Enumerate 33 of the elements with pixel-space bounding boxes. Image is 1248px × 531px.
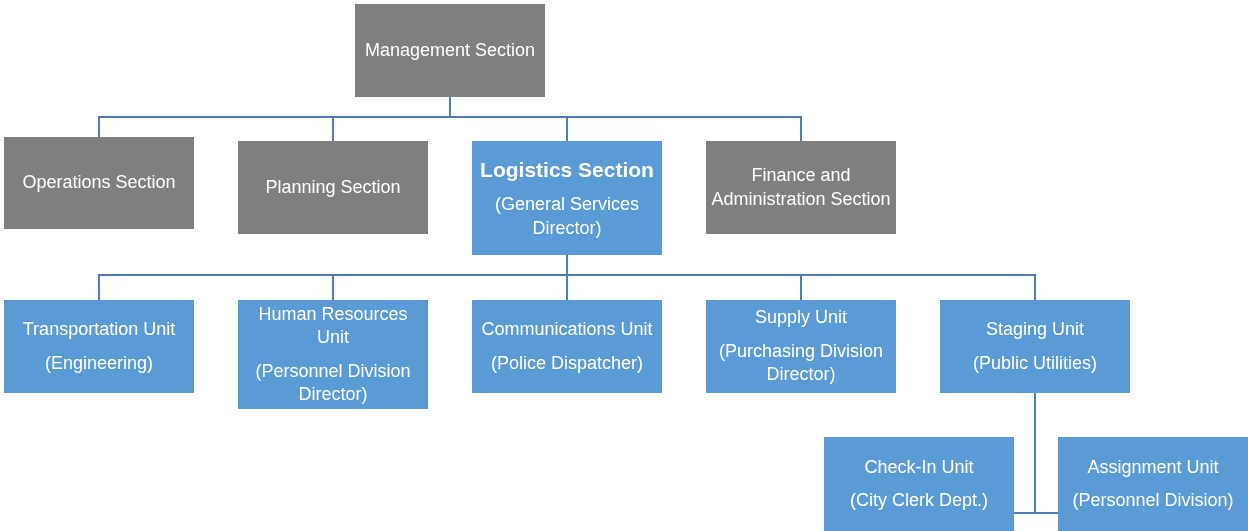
box-title: Check-In Unit: [864, 455, 974, 479]
box-subtitle: (Police Dispatcher): [490, 351, 644, 375]
box-subtitle: (Personnel Division Director): [254, 359, 412, 406]
box-subtitle: (Engineering): [44, 351, 154, 375]
box-subtitle: (Purchasing Division Director): [717, 339, 885, 387]
box-title: Logistics Section: [480, 156, 654, 183]
section-box: [706, 141, 896, 234]
unit-box: [238, 300, 428, 409]
box-title: Planning Section: [265, 175, 401, 199]
box-title: Finance and Administration Section: [710, 164, 892, 211]
box-title: Supply Unit: [754, 306, 848, 330]
box-title: Communications Unit: [481, 318, 653, 342]
unit-box: [824, 437, 1014, 531]
box-title: Operations Section: [22, 171, 176, 195]
unit-box: [472, 141, 662, 255]
unit-box: [472, 300, 662, 393]
box-subtitle: (Personnel Division): [1072, 489, 1234, 512]
box-title: Assignment Unit: [1087, 455, 1219, 479]
box-subtitle: (City Clerk Dept.): [850, 489, 988, 512]
connector-line: [1034, 392, 1059, 514]
box-subtitle: (General Services Director): [493, 193, 641, 240]
box-title: Staging Unit: [985, 318, 1085, 342]
section-box: [355, 4, 545, 97]
box-title: Human Resources Unit: [257, 302, 409, 350]
box-title: Transportation Unit: [22, 318, 176, 342]
section-box: [4, 137, 194, 229]
unit-box: [1058, 437, 1248, 531]
unit-box: [940, 300, 1130, 393]
unit-box: [4, 300, 194, 393]
unit-box: [706, 300, 896, 393]
box-subtitle: (Public Utilities): [973, 351, 1097, 375]
section-box: [238, 141, 428, 234]
box-title: Management Section: [364, 38, 536, 62]
